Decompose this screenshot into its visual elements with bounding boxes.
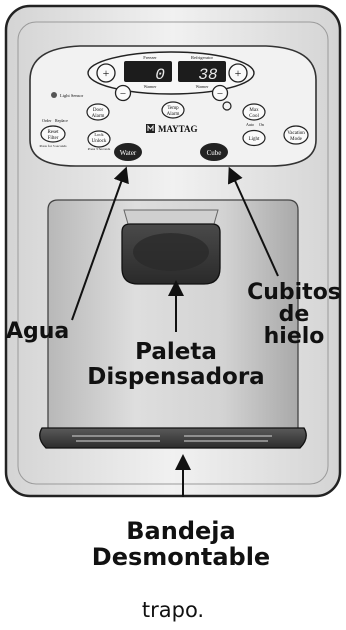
light-sensor-icon [51, 92, 57, 98]
svg-text:Max: Max [249, 108, 259, 113]
agua-label: Agua [6, 319, 70, 344]
water-button[interactable]: Water [114, 143, 142, 161]
freezer-minus-button[interactable]: − [114, 84, 132, 102]
svg-text:Unlock: Unlock [92, 139, 107, 144]
refrigerator-minus-button[interactable]: − [211, 84, 229, 102]
cubitos-line-3: hielo [263, 324, 325, 349]
svg-text:Filter: Filter [48, 136, 59, 141]
cube-button[interactable]: Cube [200, 143, 228, 161]
footer-text: trapo. [141, 598, 205, 622]
lock-note: Press 3 Seconds [88, 147, 111, 151]
reset-filter-button[interactable]: Reset Filter [40, 125, 66, 143]
bandeja-line-2: Desmontable [91, 543, 271, 572]
bandeja-line-1: Bandeja [126, 517, 236, 545]
refrigerator-plus-button[interactable]: + [228, 63, 248, 83]
svg-text:Cool: Cool [249, 114, 259, 119]
refrigerator-header: Refrigerator [191, 55, 213, 60]
svg-text:Reset: Reset [47, 130, 59, 135]
svg-text:Temp: Temp [167, 106, 179, 111]
indicator-light-icon [222, 101, 232, 111]
order-label: Order [42, 118, 52, 123]
svg-text:Water: Water [120, 149, 137, 157]
dispenser-illustration: Freezer Refrigerator 0 38 Warmer Warmer … [4, 4, 342, 498]
light-sensor-label: Light Sensor [60, 93, 84, 98]
svg-text:−: − [217, 88, 223, 100]
door-alarm-button[interactable]: Door Alarm [86, 103, 110, 121]
svg-text:+: + [103, 66, 110, 80]
bandeja-callout: Bandeja Desmontable [66, 518, 296, 571]
freezer-warmer-label: Warmer [144, 84, 157, 89]
maytag-logo: MAYTAG [146, 124, 198, 134]
svg-text:MAYTAG: MAYTAG [158, 124, 198, 134]
max-cool-button[interactable]: Max Cool [242, 103, 266, 121]
temp-alarm-button[interactable]: Temp Alarm [161, 101, 185, 119]
dispenser-recess [47, 199, 299, 447]
lock-button[interactable]: Lock Unlock [87, 130, 111, 148]
svg-text:Light: Light [249, 137, 260, 142]
svg-text:Mode: Mode [290, 137, 302, 142]
paleta-callout: Paleta Dispensadora [68, 340, 284, 390]
drip-tray[interactable] [39, 427, 307, 449]
svg-text:Vacation: Vacation [287, 131, 305, 136]
paleta-line-2: Dispensadora [87, 363, 265, 390]
freezer-plus-button[interactable]: + [96, 63, 116, 83]
filter-note: Press for 3 seconds [40, 144, 68, 148]
cubitos-line-1: Cubitos [247, 280, 341, 305]
replace-label: Replace [55, 118, 68, 123]
freezer-display [124, 61, 172, 82]
drip-tray-grille [72, 435, 272, 442]
svg-text:Alarm: Alarm [92, 114, 105, 119]
svg-text:Door: Door [93, 108, 104, 113]
agua-callout: Agua [6, 321, 69, 343]
vacation-mode-button[interactable]: Vacation Mode [283, 125, 309, 145]
refrigerator-warmer-label: Warmer [196, 84, 209, 89]
refrigerator-display [178, 61, 226, 82]
cubitos-line-2: de [278, 302, 310, 327]
freezer-header: Freezer [143, 55, 157, 60]
light-on-label: On [259, 122, 264, 127]
refrigerator-temp: 38 [198, 66, 218, 84]
cubitos-callout: Cubitos de hielo [246, 282, 342, 348]
svg-text:+: + [235, 66, 242, 80]
cubitos-arrow [227, 166, 279, 277]
light-button[interactable]: Light [242, 129, 266, 147]
agua-arrow [71, 166, 129, 321]
svg-text:−: − [120, 88, 126, 100]
svg-text:Cube: Cube [207, 149, 222, 157]
freezer-temp: 0 [155, 66, 165, 84]
light-auto-label: Auto [246, 122, 254, 127]
svg-text:Alarm: Alarm [167, 112, 180, 117]
svg-text:Lock: Lock [94, 132, 104, 137]
paleta-line-1: Paleta [135, 339, 217, 365]
